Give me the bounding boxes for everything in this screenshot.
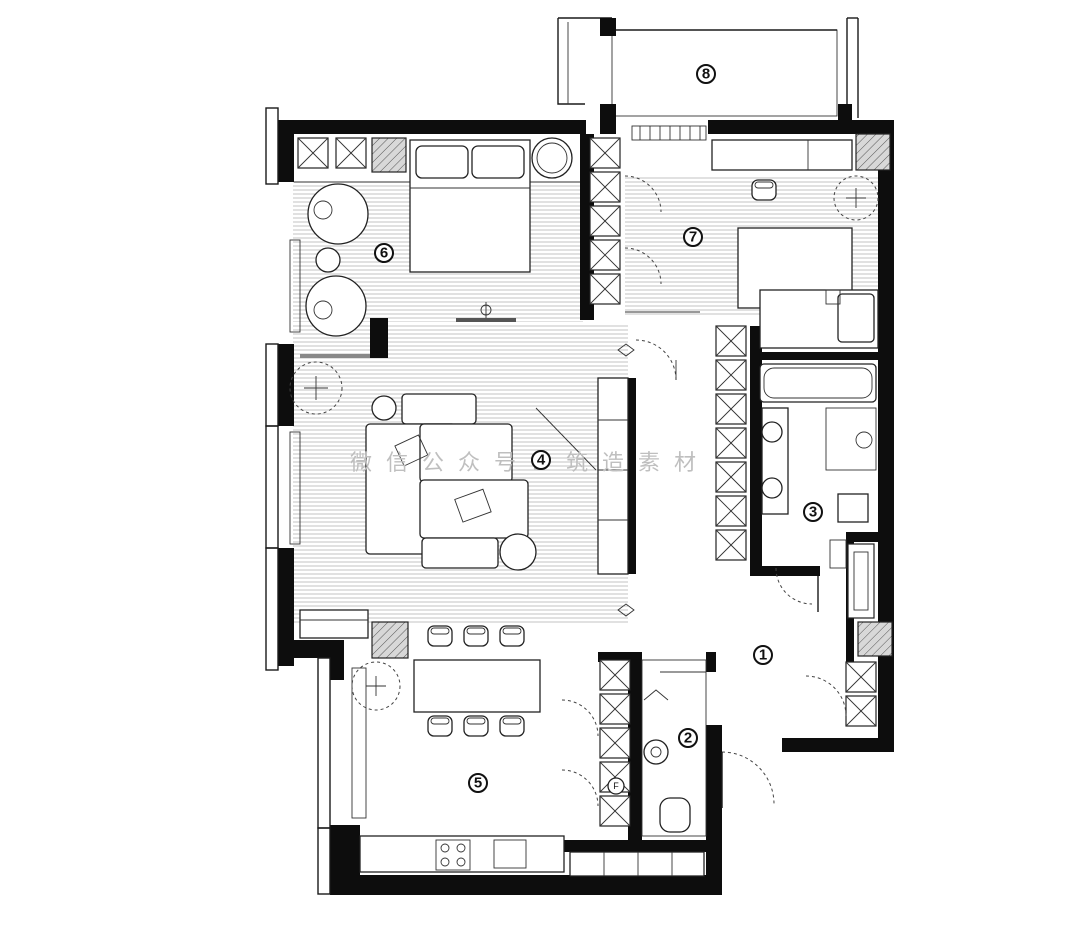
- svg-text:6: 6: [380, 245, 388, 262]
- balcony-outline: [557, 17, 859, 141]
- room-labels: 1 2 3 4 5 6 7 8 F: [374, 64, 823, 793]
- svg-text:3: 3: [809, 504, 817, 521]
- svg-text:4: 4: [537, 452, 546, 469]
- bedroom-7-furniture: [624, 139, 879, 349]
- watermark: 微信公众号：筑造素材: [350, 451, 710, 476]
- svg-text:7: 7: [689, 229, 697, 246]
- svg-text:2: 2: [684, 730, 692, 747]
- dining-kitchen-5-furniture: [351, 625, 705, 877]
- room-label-6: 6: [374, 243, 394, 263]
- fridge-label: F: [613, 781, 619, 791]
- svg-text:1: 1: [759, 647, 767, 664]
- room-label-2: 2: [678, 728, 698, 748]
- room-label-8: 8: [696, 64, 716, 84]
- svg-text:5: 5: [474, 775, 482, 792]
- entry-1: [721, 675, 847, 808]
- room-label-1: 1: [753, 645, 773, 665]
- bedroom-6-furniture: [300, 137, 573, 358]
- wardrobes: [297, 137, 877, 827]
- columns: [371, 133, 893, 659]
- wc-2-fixtures: [641, 659, 707, 837]
- windows: [265, 107, 580, 895]
- living-room-4-furniture: [289, 339, 677, 639]
- svg-text:8: 8: [702, 66, 710, 83]
- room-label-5: 5: [468, 773, 488, 793]
- room-label-3: 3: [803, 502, 823, 522]
- walls: [278, 18, 894, 895]
- bathroom-3-fixtures: [759, 363, 877, 612]
- room-label-7: 7: [683, 227, 703, 247]
- room-label-4: 4: [531, 450, 551, 470]
